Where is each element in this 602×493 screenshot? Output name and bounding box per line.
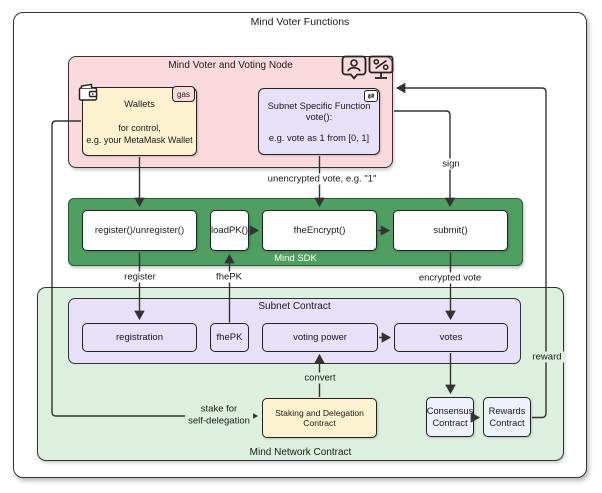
voter-node-title: Mind Voter and Voting Node [168,60,293,71]
sdk-loadpk-node: loadPK() [210,210,249,251]
edge-label-stake: stake for self-delegation [185,403,253,429]
consensus-contract-node: Consensus Contract [426,397,474,437]
swap-icon: ⇄ [364,90,378,102]
sdk-register-node: register()/unregister() [82,210,197,251]
subnet-voting-power-node: voting power [262,323,378,352]
rewards-contract-node: Rewards Contract [483,397,531,437]
vote-function-node: Subnet Specific Function vote(): e.g. vo… [258,88,380,155]
wallets-desc-1: for control, [118,122,161,133]
vote-function-line2: vote(): [305,111,333,122]
sdk-fheencrypt-node: fheEncrypt() [262,210,377,251]
subnet-fhepk-node: fhePK [210,323,249,352]
vote-function-example: e.g. vote as 1 from [0, 1] [268,132,370,143]
diagram-title: Mind Voter Functions [250,16,350,28]
edge-label-stake-line2: self-delegation [188,416,250,427]
edge-label-unencrypted-vote: unencrypted vote, e.g. "1" [264,173,380,185]
edge-label-register: register [121,271,159,283]
person-chat-icon [341,55,367,82]
sdk-submit-node: submit() [393,210,508,251]
wallets-label: Wallets [124,98,155,110]
vote-function-line1: Subnet Specific Function [267,100,371,111]
edge-label-reward: reward [529,351,565,363]
subnet-registration-node: registration [82,323,197,352]
edge-label-encrypted-vote: encrypted vote [415,272,485,284]
staking-delegation-node: Staking and Delegation Contract [262,398,377,438]
network-contract-title: Mind Network Contract [249,447,352,458]
edge-label-sign: sign [439,158,463,170]
sdk-title: Mind SDK [274,253,317,264]
edge-label-convert: convert [301,372,339,384]
subnet-votes-node: votes [394,323,508,352]
edge-label-stake-line1: stake for [200,403,238,415]
wallet-icon [78,83,98,102]
gas-badge: gas [172,86,195,102]
subnet-contract-title: Subnet Contract [258,301,331,312]
edge-label-fhepk: fhePK [213,271,245,283]
wallets-desc-2: e.g. your MetaMask Wallet [86,134,193,145]
percent-monitor-icon [368,55,394,81]
